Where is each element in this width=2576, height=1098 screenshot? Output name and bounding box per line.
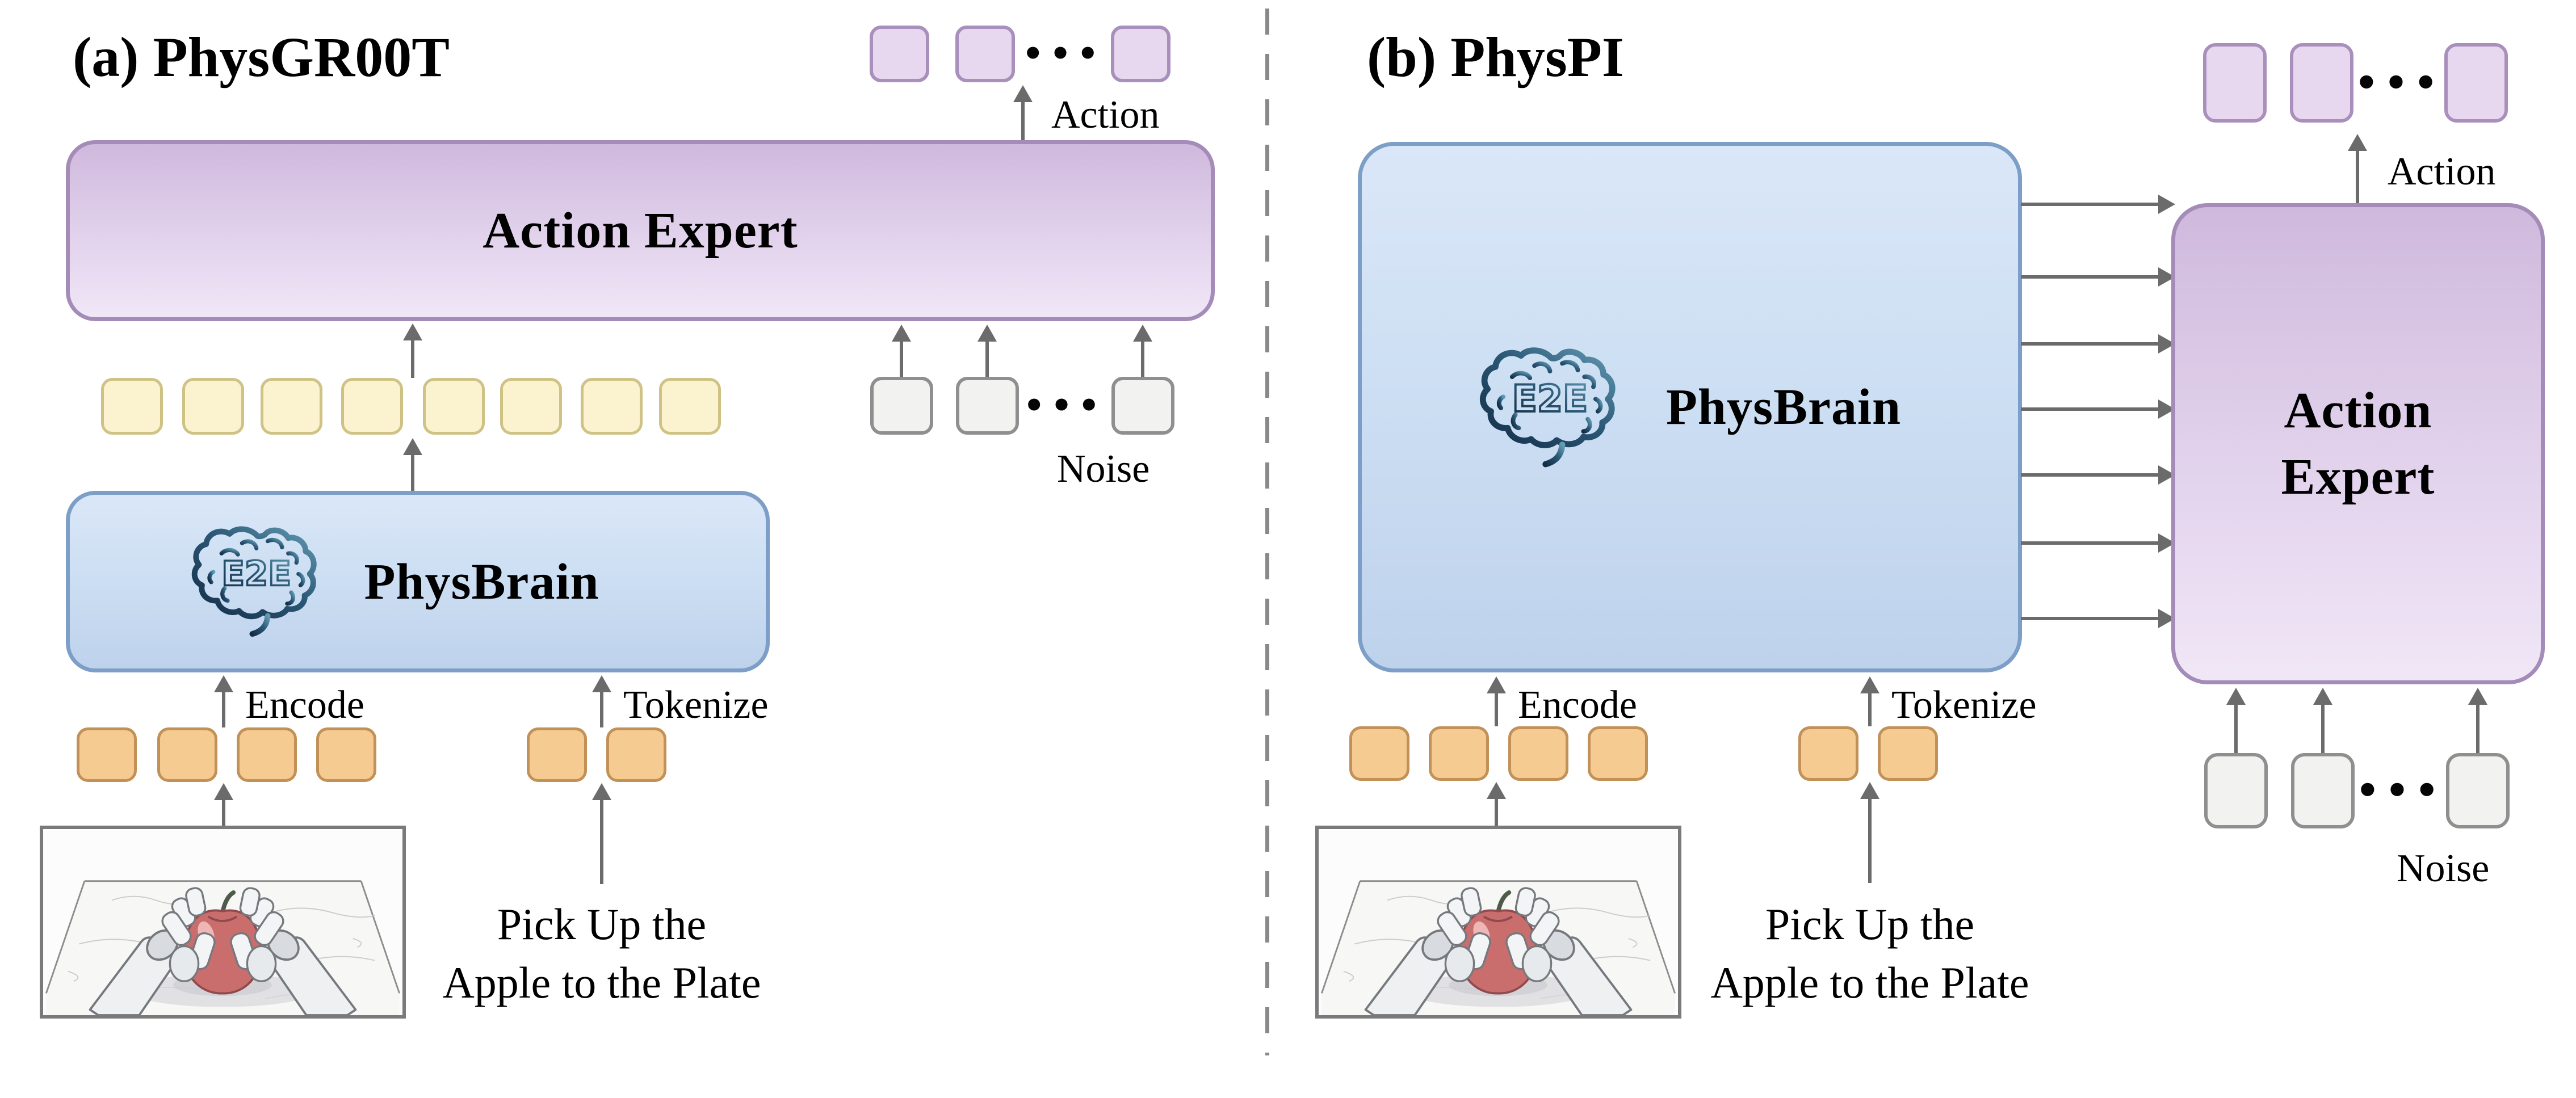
robot-hands-apple-illustration xyxy=(45,829,400,1015)
action-token xyxy=(2203,43,2267,123)
text-token xyxy=(527,727,587,782)
noise-token xyxy=(2291,753,2355,828)
panel-divider xyxy=(1265,9,1269,1055)
task-instruction: Pick Up the Apple to the Plate xyxy=(409,895,795,1012)
ellipsis-dots: ••• xyxy=(1022,34,1105,74)
physbrain-label: PhysBrain xyxy=(364,553,599,610)
encode-arrow xyxy=(1487,676,1506,726)
e2e-logo-text: E2E xyxy=(1512,377,1588,420)
e2e-logo-text: E2E xyxy=(222,554,292,594)
physbrain-box: E2E PhysBrain xyxy=(66,491,770,672)
task-instruction-line1: Pick Up the xyxy=(1765,899,1975,949)
action-expert-box: Action Expert xyxy=(66,140,1215,321)
task-instruction: Pick Up the Apple to the Plate xyxy=(1677,895,2063,1012)
vl-token xyxy=(423,378,485,435)
brain-to-expert-arrow xyxy=(2021,267,2175,287)
brain-to-expert-arrow xyxy=(2021,609,2175,628)
noise-arrow xyxy=(977,325,997,377)
vl-token xyxy=(500,378,562,435)
image-token xyxy=(77,727,137,782)
action-token xyxy=(2444,43,2508,123)
brain-to-expert-arrow xyxy=(2021,533,2175,553)
image-to-tokens-arrow xyxy=(1487,782,1506,827)
action-token xyxy=(1111,26,1170,82)
task-instruction-line2: Apple to the Plate xyxy=(1710,957,2029,1007)
noise-arrow xyxy=(2226,688,2246,753)
tokenize-arrow xyxy=(1860,676,1879,726)
text-token xyxy=(1798,726,1858,781)
ellipsis-dots: ••• xyxy=(1023,386,1106,426)
image-token xyxy=(316,727,376,782)
action-expert-label: Action Expert xyxy=(483,203,798,259)
noise-token xyxy=(956,377,1019,435)
task-instruction-line2: Apple to the Plate xyxy=(442,957,761,1007)
noise-token xyxy=(2446,753,2510,828)
robot-camera-image xyxy=(1315,826,1681,1019)
panel-b-title: (b) PhysPI xyxy=(1367,26,1624,89)
noise-arrow xyxy=(2313,688,2332,753)
tokenize-arrow xyxy=(592,675,611,727)
action-expert-line1: Action xyxy=(2284,382,2432,439)
physbrain-box: E2E PhysBrain xyxy=(1358,142,2022,672)
encode-label: Encode xyxy=(1518,683,1637,727)
action-token xyxy=(2290,43,2353,123)
encode-label: Encode xyxy=(245,683,364,727)
vl-token xyxy=(581,378,643,435)
image-token xyxy=(1588,726,1648,781)
brain-to-expert-arrow xyxy=(2021,334,2175,354)
text-token xyxy=(606,727,666,782)
noise-token xyxy=(870,377,933,435)
physbrain-label: PhysBrain xyxy=(1665,379,1902,435)
action-token xyxy=(955,26,1015,82)
text-token xyxy=(1878,726,1938,781)
tokenize-label: Tokenize xyxy=(1891,683,2037,727)
noise-label: Noise xyxy=(1057,447,1150,491)
image-token xyxy=(1349,726,1409,781)
action-expert-label: Action Expert xyxy=(2281,377,2435,510)
image-token xyxy=(1508,726,1568,781)
text-to-tokens-arrow xyxy=(1860,782,1879,883)
image-token xyxy=(237,727,297,782)
noise-label: Noise xyxy=(2397,847,2490,890)
noise-arrow xyxy=(892,325,911,377)
action-expert-box: Action Expert xyxy=(2171,203,2545,684)
vl-token xyxy=(659,378,721,435)
vl-token xyxy=(341,378,403,435)
tokens-to-expert-arrow xyxy=(403,323,422,378)
text-to-tokens-arrow xyxy=(592,783,611,884)
tokenize-label: Tokenize xyxy=(623,683,769,727)
noise-arrow xyxy=(2468,688,2487,753)
ellipsis-dots: ••• xyxy=(2354,61,2444,105)
robot-camera-image xyxy=(40,826,406,1019)
encode-arrow xyxy=(214,675,233,727)
ellipsis-dots: ••• xyxy=(2355,769,2445,813)
image-to-tokens-arrow xyxy=(214,783,233,827)
vl-token xyxy=(261,378,322,435)
brain-e2e-icon: E2E xyxy=(1479,347,1616,467)
brain-e2e-icon: E2E xyxy=(192,526,317,637)
vl-token xyxy=(182,378,244,435)
action-token xyxy=(870,26,929,82)
brain-to-expert-arrow xyxy=(2021,399,2175,419)
noise-token xyxy=(1111,377,1174,435)
image-token xyxy=(1429,726,1489,781)
action-output-arrow xyxy=(2348,134,2367,203)
task-instruction-line1: Pick Up the xyxy=(497,899,707,949)
action-expert-line2: Expert xyxy=(2281,449,2435,505)
panel-a-title: (a) PhysGR00T xyxy=(73,26,450,89)
noise-token xyxy=(2204,753,2268,828)
physbrain-to-tokens-arrow xyxy=(403,438,422,491)
image-token xyxy=(157,727,217,782)
noise-arrow xyxy=(1133,325,1152,377)
action-label: Action xyxy=(1051,93,1160,137)
brain-to-expert-arrow xyxy=(2021,195,2175,214)
action-label: Action xyxy=(2388,150,2496,193)
action-output-arrow xyxy=(1013,85,1033,140)
brain-to-expert-arrow xyxy=(2021,465,2175,485)
vl-token xyxy=(101,378,163,435)
robot-hands-apple-illustration xyxy=(1321,829,1676,1015)
